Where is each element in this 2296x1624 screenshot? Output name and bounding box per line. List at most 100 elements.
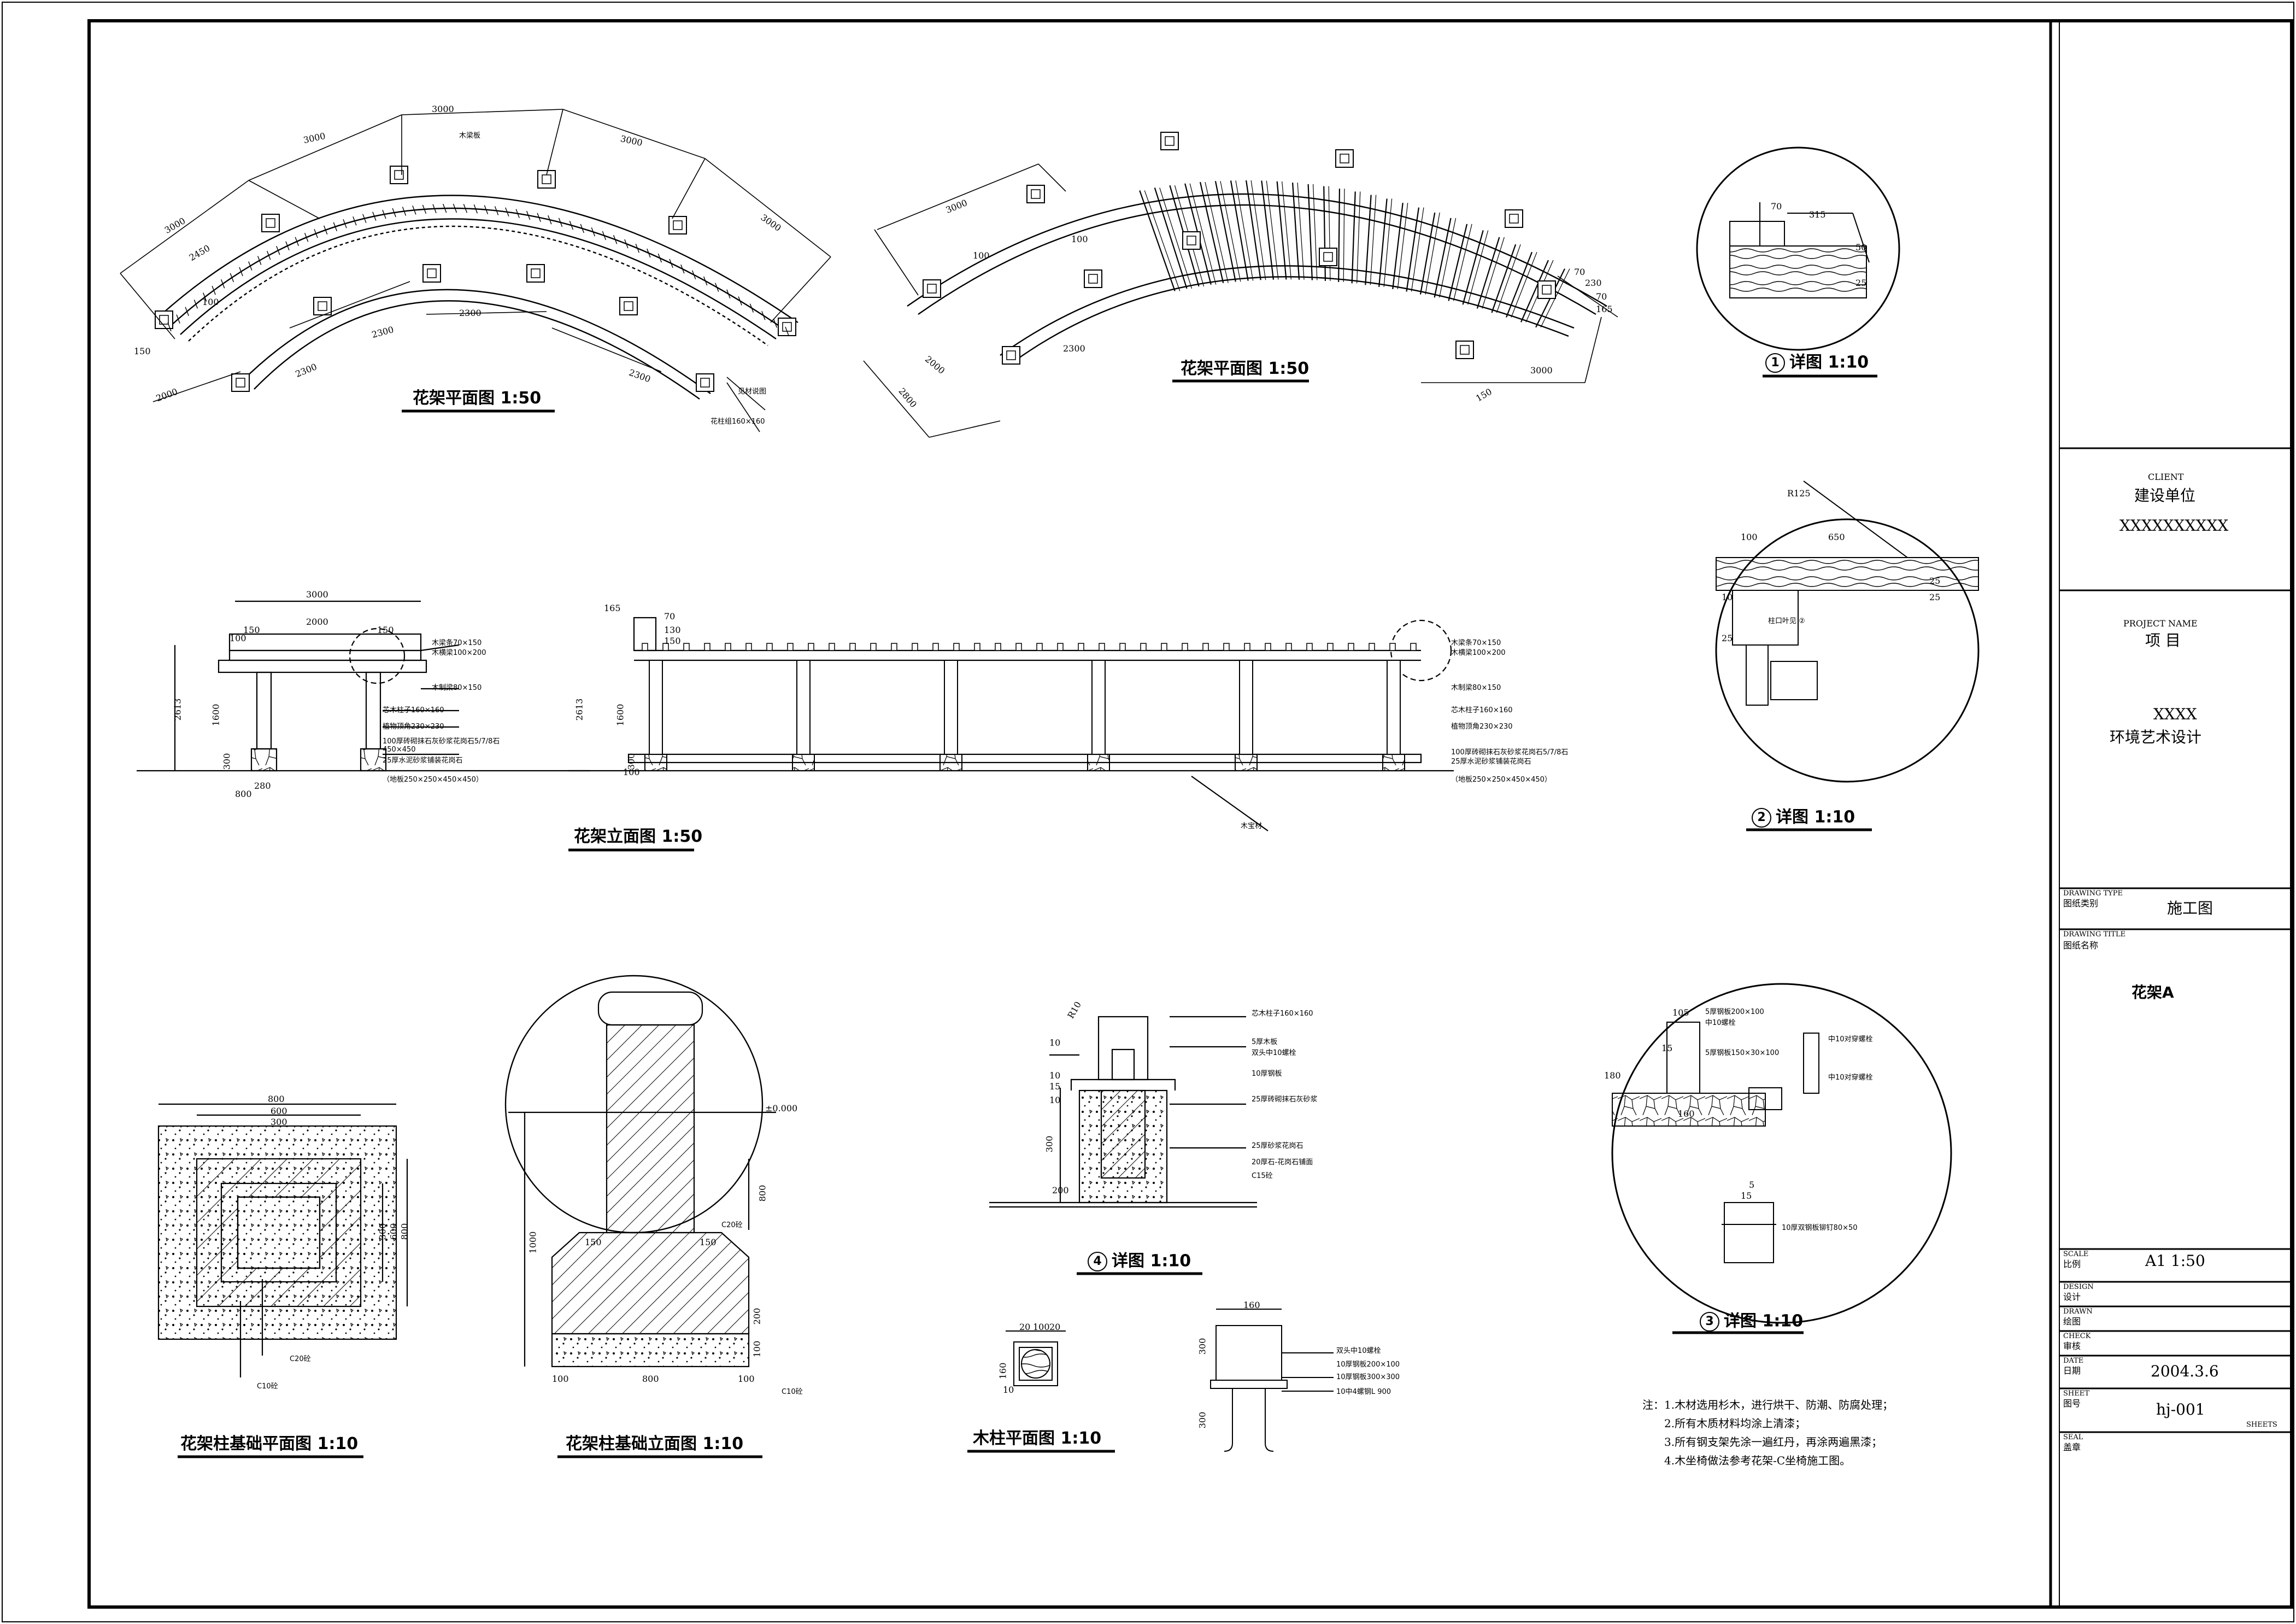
tb-scale-cn: 比例 — [2063, 1259, 2081, 1269]
slat — [1199, 181, 1224, 283]
elevation-dim: 1600 — [210, 703, 221, 726]
base-elevation-dim: ±0.000 — [765, 1103, 798, 1113]
tb-sheet-value: hj-001 — [2156, 1400, 2205, 1418]
post-core — [1088, 274, 1098, 284]
elevation-dim: 1600 — [615, 703, 626, 726]
detail-3-dim: 180 — [1604, 1070, 1621, 1081]
anchor-callout: 10厚钢板200×100 — [1336, 1361, 1400, 1369]
elevation-footing — [644, 754, 667, 771]
base-plan-callout: C10砼 — [257, 1382, 278, 1391]
slat — [1476, 237, 1500, 309]
elevation-dim: 150 — [664, 636, 681, 646]
rafter — [580, 224, 584, 233]
detail-3-callout: 10厚双钢板铆钉80×50 — [1782, 1224, 1858, 1232]
plan-2-dim: 230 — [1585, 278, 1602, 288]
elevation-footing — [1235, 754, 1258, 771]
post-core — [1031, 189, 1041, 199]
rafter — [230, 273, 234, 283]
base-plan-dim: 600 — [271, 1106, 287, 1116]
rafter — [515, 209, 520, 218]
rafter — [267, 250, 271, 260]
detail-2-dim: 650 — [1828, 532, 1845, 542]
rafter-end — [683, 643, 690, 651]
elevation-callout-right: 植物顶角230×230 — [1451, 723, 1513, 731]
rafter — [176, 314, 180, 324]
elevation-callout: （地板250×250×450×450） — [383, 776, 483, 784]
title-underlines — [178, 374, 1877, 1458]
elevation-footing — [1382, 754, 1405, 771]
post-square — [1505, 209, 1523, 228]
detail-3-callout: 5厚钢板200×100 — [1705, 1008, 1764, 1016]
post-plan-dim: 20 — [1019, 1322, 1031, 1332]
detail-4-dim: 10 — [1049, 1070, 1061, 1081]
elevation-dim: 130 — [664, 625, 681, 635]
tb-type-value: 施工图 — [2167, 899, 2213, 917]
post-core — [927, 284, 937, 294]
tb-drawn-cn: 绘图 — [2063, 1316, 2081, 1327]
elevation-dim: 150 — [243, 625, 260, 635]
post-square — [668, 216, 687, 234]
base-plan-dim: 300 — [271, 1117, 287, 1127]
rafter-end — [1410, 643, 1417, 651]
rafter — [473, 204, 478, 214]
rafter-end — [849, 643, 856, 651]
detail-4-callout: 10厚钢板 — [1252, 1070, 1282, 1078]
post-core — [1006, 350, 1016, 360]
detail-4-callout: 25厚砖砌抹石灰砂浆 — [1252, 1095, 1318, 1104]
rafter — [647, 248, 651, 258]
elevation-dim: 3000 — [306, 589, 328, 600]
rafter — [382, 209, 386, 219]
elevation-dim: 2000 — [306, 617, 328, 627]
post-core — [624, 301, 633, 311]
detail-4-dim: 200 — [1052, 1185, 1069, 1195]
base-elevation-dim: 1000 — [527, 1231, 538, 1254]
slat-edge — [1496, 244, 1521, 313]
tb-date-en: DATE — [2063, 1357, 2084, 1365]
rafter-end — [1244, 643, 1250, 651]
rafter — [738, 296, 742, 306]
detail-2-dim: 10 — [1722, 592, 1733, 602]
rafter — [537, 213, 541, 222]
slat-edge — [1343, 189, 1345, 282]
slat-edge — [1205, 182, 1229, 283]
notes-line-2: 2.所有木质材料均涂上清漆； — [1664, 1417, 1806, 1430]
anchor-dim: 300 — [1197, 1411, 1208, 1429]
note-text: 1.木材选用杉木，进行烘干、防潮、防腐处理； — [1664, 1398, 1894, 1411]
rafter — [635, 243, 639, 253]
post-core — [1460, 345, 1470, 355]
elevation-callout: 450×450 — [383, 746, 416, 754]
detail-4-callout: 芯木柱子160×160 — [1252, 1010, 1313, 1018]
elevation-post — [944, 660, 958, 755]
detail-4-callout: 双头中10螺栓 — [1252, 1049, 1296, 1057]
notes-line-4: 4.木坐椅做法参考花架-C坐椅施工图。 — [1664, 1454, 1851, 1467]
elevation-post — [1387, 660, 1401, 755]
elevation-post — [1239, 660, 1253, 755]
base-elevation-title: 花架柱基础立面图 1:10 — [566, 1434, 744, 1453]
rafter — [494, 206, 499, 215]
title-block-lines — [2059, 447, 2292, 1433]
elevation-callout: 25厚水泥砂浆铺装花岗石 — [383, 757, 463, 765]
detail-2-callout: 柱口叶见 ② — [1768, 617, 1805, 625]
detail-4-callout: 5厚木板 — [1252, 1038, 1278, 1046]
notes-line-3: 3.所有钢支架先涂一遍红丹，再涂两遍黑漆； — [1664, 1435, 1883, 1449]
elevation-callout: 木横梁100×200 — [432, 649, 486, 657]
tb-sheet-en: SHEET — [2063, 1390, 2089, 1398]
rafter-end — [1161, 643, 1167, 651]
detail-3-dim: 105 — [1672, 1007, 1689, 1018]
rafter — [680, 264, 685, 274]
rafter — [185, 307, 189, 316]
rafter — [333, 222, 337, 232]
rafter-end — [829, 643, 835, 651]
detail-4-number: 4 — [1088, 1252, 1107, 1271]
plan-2-title: 花架平面图 1:50 — [1181, 359, 1310, 378]
rafter-end — [1182, 643, 1188, 651]
base-elevation-dim: 150 — [700, 1237, 717, 1247]
rafter-end — [1369, 643, 1375, 651]
detail-3-section — [1612, 1022, 1819, 1263]
rafter — [343, 219, 347, 228]
slat — [1506, 251, 1533, 318]
detail-1-label: 详图 1:10 — [1789, 353, 1869, 372]
plan-1-dimension-lines — [120, 109, 831, 432]
rafter-end — [745, 643, 752, 651]
